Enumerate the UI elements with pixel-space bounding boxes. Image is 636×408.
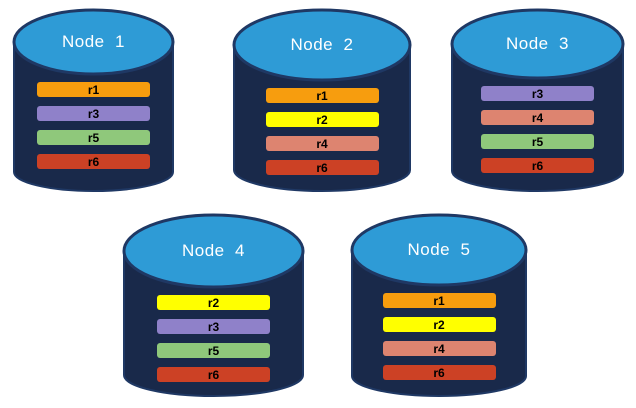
replica-bar[interactable]: r4 [382, 341, 496, 356]
replica-spacer [450, 149, 625, 158]
replica-bar[interactable]: r2 [382, 317, 496, 332]
replica-spacer [350, 308, 528, 317]
cylinder-top-disc [450, 8, 625, 80]
replica-spacer [450, 125, 625, 134]
replica-spacer [232, 151, 412, 160]
replica-bar[interactable]: r6 [382, 365, 496, 380]
replica-spacer [12, 145, 175, 154]
replica-bar[interactable]: r3 [481, 86, 594, 101]
replica-bar[interactable]: r4 [481, 110, 594, 125]
replica-bar[interactable]: r2 [265, 112, 379, 127]
replica-spacer [232, 127, 412, 136]
replica-bar[interactable]: r3 [157, 319, 270, 334]
replica-bar[interactable]: r6 [37, 154, 150, 169]
replica-bar[interactable]: r5 [157, 343, 270, 358]
replica-bar[interactable]: r5 [481, 134, 594, 149]
cylinder-top-disc [232, 8, 412, 82]
cylinder-top-disc [12, 8, 175, 76]
replica-spacer [232, 103, 412, 112]
replica-spacer [122, 310, 305, 319]
cylinder-top-disc [122, 213, 305, 289]
replica-bar[interactable]: r1 [382, 293, 496, 308]
replica-bar[interactable]: r6 [481, 158, 594, 173]
replica-bar[interactable]: r2 [157, 295, 270, 310]
replica-spacer [12, 121, 175, 130]
replica-list: r1 r3 r5 r6 [12, 82, 175, 169]
replica-bar[interactable]: r1 [265, 88, 379, 103]
replica-bar[interactable]: r6 [265, 160, 379, 175]
replica-list: r2 r3 r5 r6 [122, 295, 305, 382]
replica-spacer [450, 101, 625, 110]
replica-bar[interactable]: r5 [37, 130, 150, 145]
replica-bar[interactable]: r6 [157, 367, 270, 382]
replica-spacer [122, 334, 305, 343]
replica-list: r1 r2 r4 r6 [350, 293, 528, 380]
replica-spacer [122, 358, 305, 367]
cylinder-top-disc [350, 213, 528, 287]
replica-spacer [350, 356, 528, 365]
replica-spacer [12, 97, 175, 106]
replica-list: r1 r2 r4 r6 [232, 88, 412, 175]
replica-bar[interactable]: r3 [37, 106, 150, 121]
replica-list: r3 r4 r5 r6 [450, 86, 625, 173]
replica-bar[interactable]: r4 [265, 136, 379, 151]
replica-spacer [350, 332, 528, 341]
replica-bar[interactable]: r1 [37, 82, 150, 97]
